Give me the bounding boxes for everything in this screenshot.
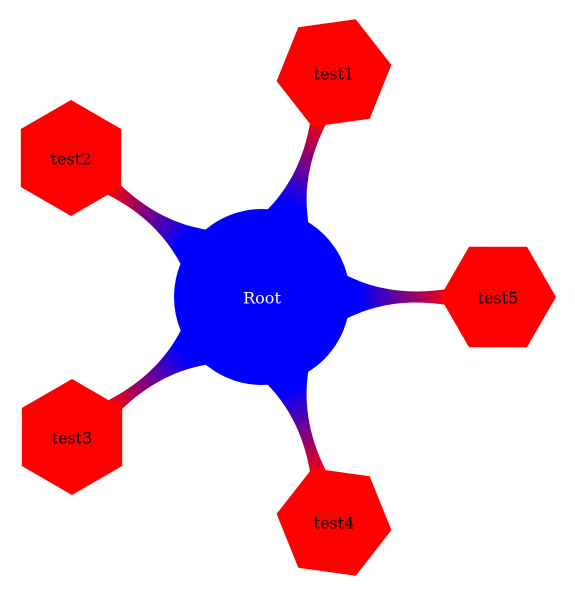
hexagon-test3: [21, 379, 123, 495]
child-node-test5[interactable]: test5: [440, 246, 556, 348]
child-node-test2[interactable]: test2: [20, 100, 122, 216]
child-node-test3[interactable]: test3: [21, 379, 123, 495]
connector-test5: [342, 273, 458, 321]
root-circle: [174, 209, 350, 385]
child-node-test4[interactable]: test4: [276, 468, 392, 576]
hexagon-test5: [440, 246, 556, 348]
child-label-test4: test4: [314, 514, 355, 533]
root-node[interactable]: Root: [174, 209, 350, 385]
child-label-test5: test5: [478, 289, 519, 308]
connector-test3: [98, 325, 212, 422]
connector-test1: [263, 108, 332, 229]
child-node-test1[interactable]: test1: [276, 19, 392, 127]
connector-test2: [97, 173, 212, 270]
connectors: [97, 108, 458, 487]
child-label-test2: test2: [51, 150, 92, 169]
hexagon-test2: [20, 100, 122, 216]
child-label-test1: test1: [314, 65, 355, 84]
child-label-test3: test3: [52, 429, 93, 448]
root-label: Root: [243, 289, 281, 308]
connector-test4: [263, 365, 332, 487]
hexagon-test4: [276, 468, 392, 576]
hexagon-test1: [276, 19, 392, 127]
